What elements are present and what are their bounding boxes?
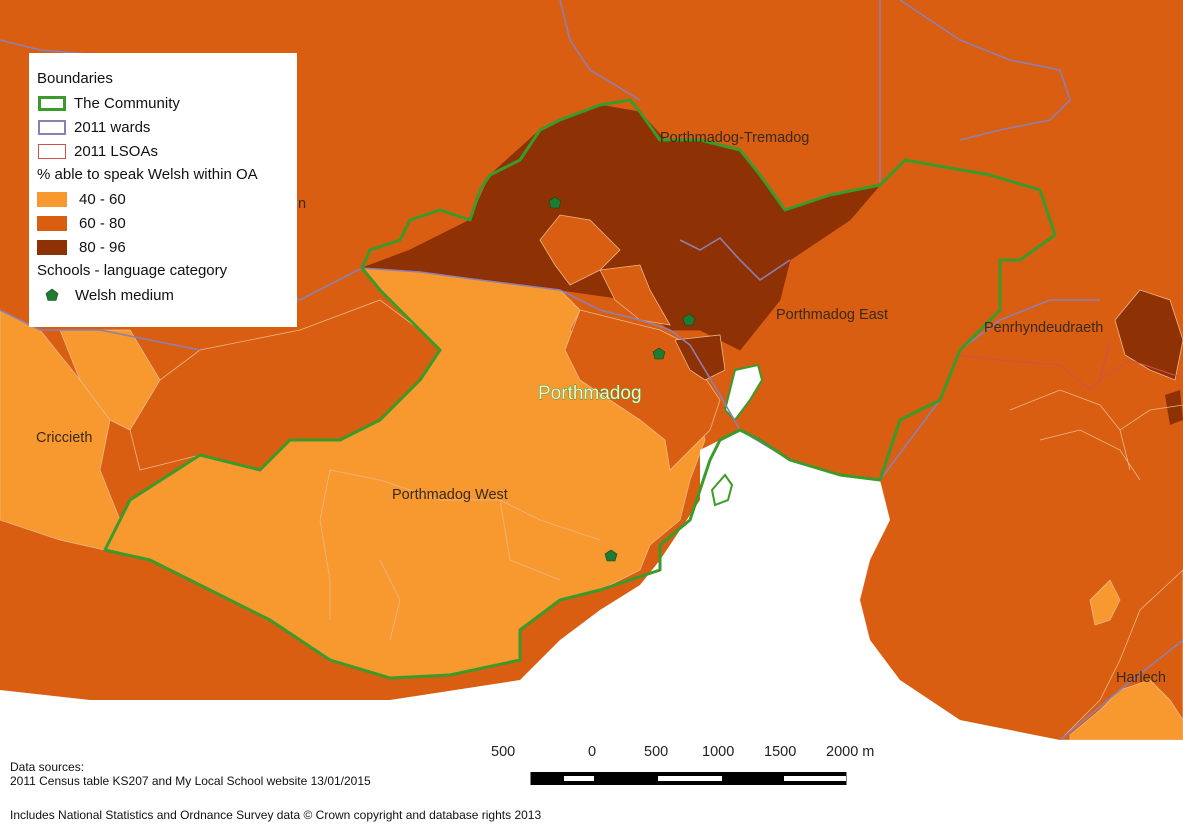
scale-bar-graphic <box>530 772 847 785</box>
label-porthmadog-west: Porthmadog West <box>392 487 508 503</box>
school-marker[interactable] <box>652 347 666 360</box>
sea-islet <box>710 473 734 507</box>
legend-swatch-wards <box>38 119 66 135</box>
area-town-dark <box>674 334 726 381</box>
label-porthmadog: Porthmadog <box>538 383 642 404</box>
legend-swatch-lsoas <box>38 143 66 159</box>
data-sources-text: 2011 Census table KS207 and My Local Sch… <box>10 774 371 788</box>
legend-label: 80 - 96 <box>79 238 126 256</box>
area-tremadog-pocket-2 <box>599 264 671 326</box>
map-canvas[interactable]: Porthmadog-Tremadog n Porthmadog East Pe… <box>0 0 1183 740</box>
school-marker[interactable] <box>548 196 562 209</box>
label-penrhyndeudraeth: Penrhyndeudraeth <box>984 320 1103 336</box>
label-tremadog: Porthmadog-Tremadog <box>660 130 809 146</box>
label-criccieth: Criccieth <box>36 430 92 446</box>
legend-item-class-1: 40 - 60 <box>37 187 297 211</box>
legend-swatch-class-3 <box>37 239 67 255</box>
data-sources-heading: Data sources: <box>10 760 85 774</box>
scale-label: 1500 <box>764 744 797 760</box>
legend-label: 40 - 60 <box>79 190 126 208</box>
legend-label: The Community <box>74 94 180 112</box>
legend-swatch-class-1 <box>37 191 67 207</box>
scale-label: 500 <box>491 744 516 760</box>
legend-swatch-welsh-medium <box>37 288 67 303</box>
legend-item-class-3: 80 - 96 <box>37 235 297 259</box>
legend-boundaries-heading: Boundaries <box>37 70 113 87</box>
lsoa-boundaries <box>959 339 1183 391</box>
legend-schools-heading: Schools - language category <box>37 262 228 279</box>
area-tremadog-pocket <box>539 214 621 286</box>
map-legend: Boundaries The Community 2011 wards 2011… <box>29 53 297 327</box>
legend-item-welsh-medium: Welsh medium <box>37 283 297 307</box>
school-marker[interactable] <box>682 313 696 326</box>
legend-label: Welsh medium <box>75 286 174 304</box>
oa-lines-west <box>319 469 601 641</box>
legend-label: 2011 LSOAs <box>74 142 158 160</box>
area-harlech-islet <box>1089 579 1121 626</box>
legend-swatch-class-2 <box>37 215 67 231</box>
label-partial-n: n <box>298 196 306 212</box>
legend-welsh-heading: % able to speak Welsh within OA <box>37 166 258 183</box>
sea-channel <box>723 363 764 422</box>
legend-item-community: The Community <box>37 91 297 115</box>
scale-label: 2000 m <box>826 744 875 760</box>
scale-label: 1000 <box>702 744 735 760</box>
legend-item-wards: 2011 wards <box>37 115 297 139</box>
school-markers <box>548 196 696 562</box>
area-right-dark-2 <box>1165 390 1183 425</box>
area-right-dark <box>1114 289 1183 381</box>
legend-item-class-2: 60 - 80 <box>37 211 297 235</box>
legend-item-lsoas: 2011 LSOAs <box>37 139 297 163</box>
area-criccieth <box>0 309 121 551</box>
label-harlech: Harlech <box>1116 670 1166 686</box>
scale-label: 500 <box>644 744 669 760</box>
sea-estuary <box>0 430 1060 740</box>
legend-label: 2011 wards <box>74 118 151 136</box>
area-harlech-light <box>1069 679 1183 740</box>
copyright-text: Includes National Statistics and Ordnanc… <box>10 808 542 822</box>
label-porthmadog-east: Porthmadog East <box>776 307 888 323</box>
pentagon-icon <box>45 288 59 301</box>
oa-lines-east <box>1009 389 1183 481</box>
community-boundary <box>103 98 1057 680</box>
school-marker[interactable] <box>604 549 618 562</box>
legend-label: 60 - 80 <box>79 214 126 232</box>
legend-swatch-community <box>38 95 66 111</box>
scale-label: 0 <box>588 744 597 760</box>
